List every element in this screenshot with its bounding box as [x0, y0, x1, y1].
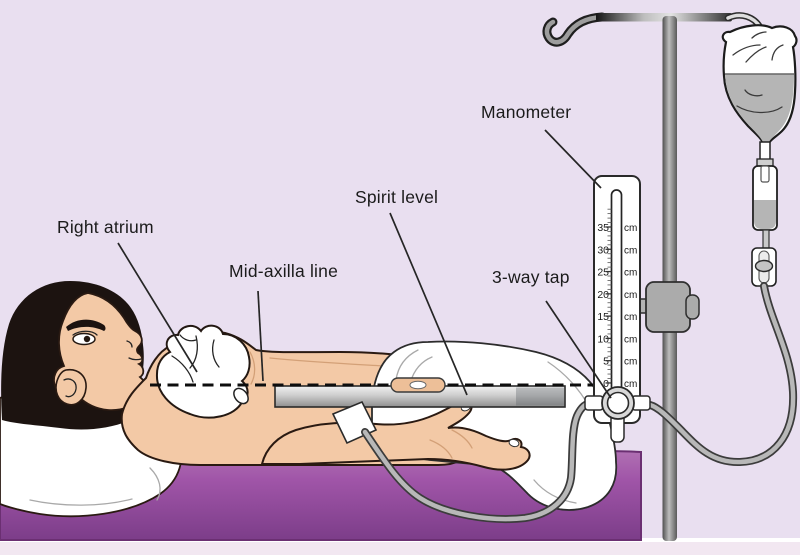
iv-pole [542, 12, 732, 541]
floor-strip [0, 540, 800, 555]
patient-tubing [361, 399, 596, 524]
clamp-knob [685, 294, 700, 320]
manometer-scale-unit: cm [624, 245, 637, 256]
manometer-scale-unit: cm [624, 334, 637, 345]
label-three-way-tap: 3-way tap [492, 267, 570, 287]
manometer-scale-unit: cm [624, 312, 637, 323]
armpit-contour [249, 351, 256, 385]
manometer-tube [610, 189, 623, 407]
iv-tubing [646, 282, 798, 467]
manometer-scale-value: 5 [603, 356, 609, 368]
pole-shaft [662, 16, 677, 541]
manometer-scale-value: 30 [597, 244, 609, 256]
manometer-scale-value: 35 [597, 222, 609, 234]
manometer-scale-value: 10 [597, 333, 609, 345]
manometer-scale-unit: cm [624, 357, 637, 368]
bag-crinkle-lines [732, 31, 784, 63]
leader-mid-axilla [257, 290, 264, 382]
clamp-body [645, 281, 691, 333]
nostril-line [126, 340, 133, 348]
drip-spike [760, 165, 770, 183]
manometer-scale-unit: cm [624, 223, 637, 234]
ear-inner-line [63, 378, 77, 398]
manometer-scale-value: 15 [597, 311, 609, 323]
leader-spirit-level [389, 212, 468, 396]
leader-right-atrium [117, 242, 198, 373]
spirit-level-shade [516, 387, 564, 406]
spirit-level-bubble [409, 380, 427, 390]
drip-outlet [762, 229, 770, 251]
label-right-atrium: Right atrium [57, 217, 154, 237]
manometer-scale-unit: cm [624, 268, 637, 279]
bag-neck [759, 141, 771, 162]
mouth-line [128, 357, 142, 361]
leader-lines [117, 129, 612, 399]
label-mid-axilla-line: Mid-axilla line [229, 261, 339, 281]
patient-head [1, 281, 147, 430]
manometer-scale-value: 0 [603, 378, 609, 390]
leader-three-way-tap [545, 300, 612, 399]
eyelid-line [72, 330, 98, 336]
manometer-scale-value: 25 [597, 267, 609, 279]
spirit-level-bar [274, 385, 566, 408]
drip-chamber-fluid [754, 200, 776, 229]
pole-hook-highlight [544, 14, 605, 45]
roller-wheel [754, 259, 774, 273]
tap-left-port [584, 395, 604, 411]
label-manometer: Manometer [481, 102, 572, 122]
iv-bag-assembly [646, 12, 798, 467]
label-spirit-level: Spirit level [355, 187, 439, 207]
three-way-tap [584, 386, 651, 443]
manometer-body: 35 cm 30 cm 25 cm 20 cm 15 cm 10 cm 5 cm 0 cm [593, 175, 641, 424]
ear [55, 368, 87, 406]
tap-inner-hub [606, 391, 630, 415]
eyebrow [66, 319, 106, 331]
iv-bag-fluid [725, 74, 794, 142]
eye-iris [83, 335, 91, 343]
palm-crease [429, 439, 453, 459]
manometer-scale: 35 cm 30 cm 25 cm 20 cm 15 cm 10 cm 5 cm 0 cm [597, 208, 637, 390]
manometer-scale-value: 20 [597, 289, 609, 301]
leader-manometer [544, 129, 602, 189]
manometer-scale-unit: cm [624, 379, 637, 390]
heart-illustration [155, 324, 251, 419]
spirit-level-vial [390, 377, 446, 393]
arm-contour [269, 357, 385, 367]
finger-nail [508, 438, 520, 448]
heart-vessel-stub [233, 387, 249, 405]
manometer-scale-unit: cm [624, 290, 637, 301]
finger-crease [451, 429, 473, 449]
